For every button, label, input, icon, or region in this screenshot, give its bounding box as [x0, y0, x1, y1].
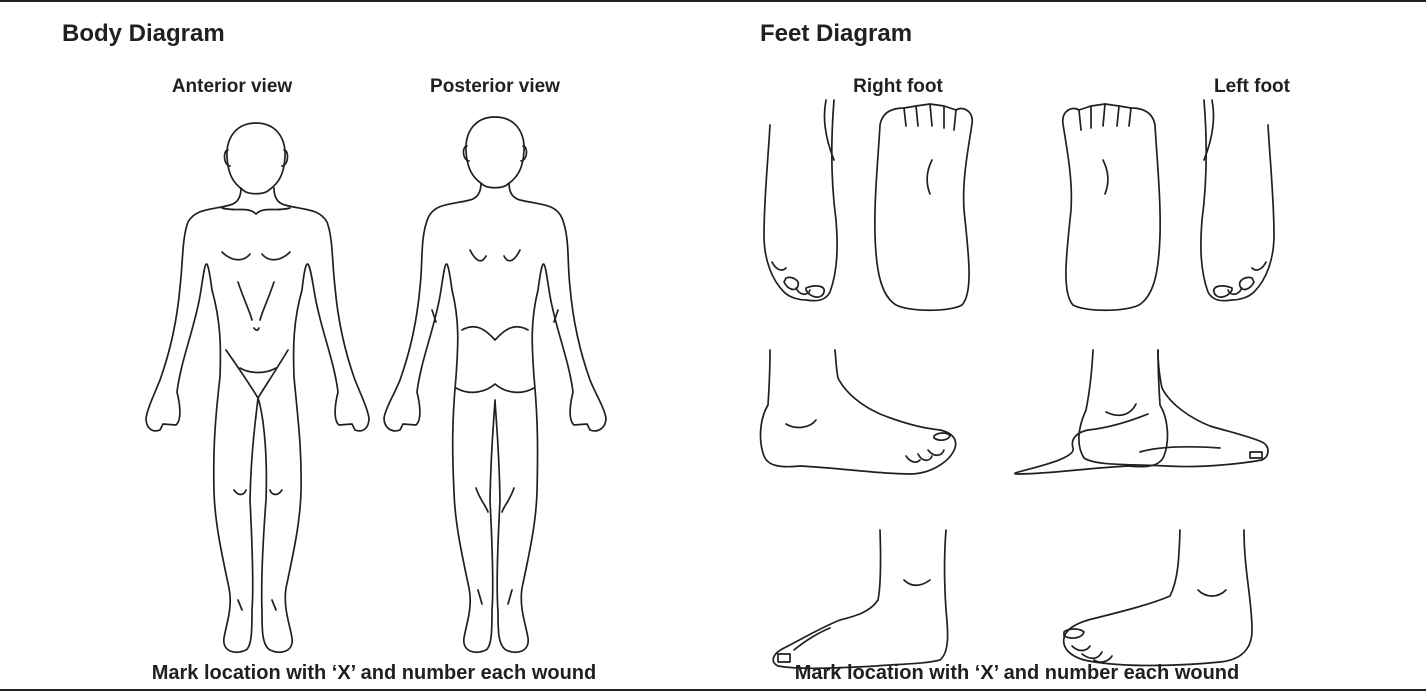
body-posterior-figure	[384, 117, 606, 652]
anterior-rib-left	[238, 282, 252, 320]
anterior-pelvis	[226, 350, 288, 398]
left-foot-side-figure	[1015, 350, 1268, 474]
anterior-ankle-lines	[238, 600, 276, 610]
left-foot-inner-figure	[1064, 530, 1252, 666]
anterior-knee-left	[234, 490, 246, 495]
posterior-scapula-right	[504, 250, 520, 261]
posterior-head	[466, 117, 524, 188]
right-foot-inner-figure	[773, 530, 947, 668]
anterior-rib-right	[260, 282, 274, 320]
anterior-knee-right	[270, 490, 282, 495]
left-foot-top-figure	[1201, 100, 1274, 301]
right-foot-top-figure	[764, 100, 837, 301]
anterior-chest-left	[222, 252, 250, 260]
anterior-navel	[254, 328, 259, 330]
body-anterior-figure	[146, 123, 369, 652]
anterior-clavicle	[222, 208, 290, 214]
anterior-hip-line	[240, 368, 276, 373]
posterior-buttocks	[456, 384, 534, 392]
anterior-head	[227, 123, 285, 194]
right-foot-sole-figure	[875, 104, 972, 310]
anterior-body-outline	[146, 188, 369, 652]
posterior-heel-lines	[478, 590, 512, 604]
posterior-body-outline	[384, 183, 606, 652]
right-foot-side-figure	[761, 350, 956, 474]
posterior-knee-lines	[476, 488, 514, 512]
feet-instruction: Mark location with ‘X’ and number each w…	[795, 662, 1240, 685]
body-instruction: Mark location with ‘X’ and number each w…	[152, 662, 597, 685]
left-foot-sole-figure	[1063, 104, 1160, 310]
anterior-chest-right	[262, 252, 290, 260]
posterior-lumbar	[462, 327, 528, 340]
posterior-scapula-left	[470, 250, 486, 261]
